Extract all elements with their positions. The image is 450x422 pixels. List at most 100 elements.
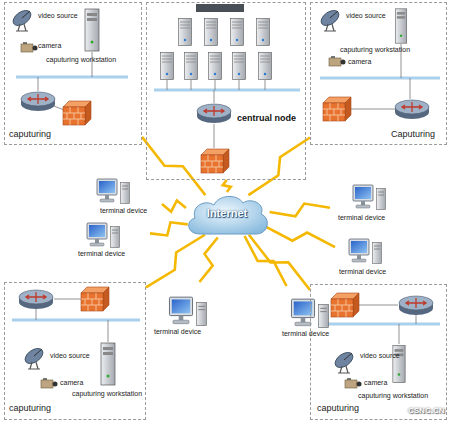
device-label: caputuring workstation bbox=[72, 390, 142, 398]
monitor-icon bbox=[87, 223, 107, 246]
firewall-icon bbox=[323, 97, 351, 121]
device-label: terminal device bbox=[78, 250, 125, 258]
device-label: terminal device bbox=[100, 207, 147, 215]
monitor-icon bbox=[349, 239, 369, 262]
lan-bus bbox=[12, 319, 140, 322]
satellite-dish bbox=[332, 349, 355, 373]
group-heading: Caputuring bbox=[391, 129, 435, 140]
satellite-dish bbox=[10, 7, 33, 31]
server-icon bbox=[185, 53, 198, 80]
monitor-icon bbox=[291, 299, 314, 326]
workstation-tower bbox=[393, 346, 405, 383]
terminal-device: terminal device bbox=[150, 282, 225, 340]
camera-icon bbox=[345, 378, 362, 388]
lan-bus bbox=[318, 323, 440, 326]
monitor-icon bbox=[353, 185, 373, 208]
lan-wire bbox=[92, 52, 93, 77]
device-label: camera bbox=[60, 379, 83, 387]
group-heading: caputuring bbox=[9, 403, 51, 414]
router-icon bbox=[197, 104, 231, 123]
lan-wire bbox=[350, 44, 410, 109]
device-label-box: camera bbox=[348, 58, 378, 69]
capture-site-box: caputuring video source camera caputuring w… bbox=[4, 282, 146, 420]
terminal-device: terminal device bbox=[90, 178, 162, 218]
device-label: terminal device bbox=[154, 328, 201, 336]
lan-bus bbox=[320, 77, 440, 80]
device-label-box: caputuring workstation bbox=[340, 46, 424, 57]
device-label: video source bbox=[346, 12, 386, 20]
device-label: terminal device bbox=[282, 330, 329, 338]
device-label: video source bbox=[38, 12, 78, 20]
router-icon bbox=[19, 290, 53, 309]
router-icon bbox=[399, 296, 433, 315]
firewall-icon bbox=[81, 287, 109, 311]
device-label: camera bbox=[38, 42, 61, 50]
capture-site-box: caputuring video source camera caputuring w… bbox=[310, 284, 447, 420]
pc-icon bbox=[197, 303, 207, 326]
terminal-device: terminal device bbox=[330, 184, 410, 226]
workstation-tower bbox=[395, 9, 406, 43]
server-icon bbox=[205, 19, 218, 46]
router-icon bbox=[21, 92, 55, 111]
device-label-box: video source bbox=[50, 352, 102, 363]
device-label-box: video source bbox=[360, 352, 412, 363]
wireless-link bbox=[223, 180, 231, 192]
pc-icon bbox=[373, 243, 382, 264]
device-label: terminal device bbox=[338, 214, 385, 222]
lan-wire bbox=[54, 106, 64, 110]
wireless-link bbox=[245, 236, 287, 286]
server-icon bbox=[231, 19, 244, 46]
router-icon bbox=[395, 100, 429, 119]
firewall-icon bbox=[331, 293, 359, 317]
pc-icon bbox=[319, 305, 329, 328]
wireless-link bbox=[162, 200, 186, 211]
server-icon bbox=[179, 19, 192, 46]
device-label: caputuring workstation bbox=[340, 46, 410, 54]
capture-site-box: caputuring video source camera caputuring w… bbox=[4, 2, 142, 145]
device-label-box: camera bbox=[38, 42, 68, 53]
satellite-dish bbox=[318, 7, 341, 31]
storage-device bbox=[196, 4, 244, 12]
server-icon bbox=[259, 53, 272, 80]
firewall-icon bbox=[63, 101, 91, 125]
central-node-box: centrual node bbox=[146, 2, 306, 180]
wireless-link bbox=[150, 222, 188, 235]
internet-cloud: Internet bbox=[184, 192, 270, 238]
device-label-box: camera bbox=[60, 379, 90, 390]
wireless-link bbox=[199, 237, 217, 282]
wireless-link bbox=[270, 204, 330, 217]
group-heading: caputuring bbox=[9, 129, 51, 140]
watermark: CSNC.CN bbox=[408, 406, 444, 415]
device-label-box: camera bbox=[364, 379, 394, 390]
device-label: terminal device bbox=[339, 268, 386, 276]
group-heading: caputuring bbox=[317, 403, 359, 414]
device-label: caputuring workstation bbox=[46, 56, 116, 64]
lan-bus bbox=[154, 89, 300, 92]
wireless-link bbox=[146, 235, 205, 288]
server-icon bbox=[161, 53, 174, 80]
cloud-label: Internet bbox=[184, 207, 270, 220]
firewall-icon bbox=[201, 149, 229, 173]
device-label-box: video source bbox=[38, 12, 90, 23]
pc-icon bbox=[111, 227, 120, 248]
device-label: caputuring workstation bbox=[358, 392, 428, 400]
device-label: video source bbox=[50, 352, 90, 360]
device-label-box: caputuring workstation bbox=[358, 392, 442, 403]
device-label: video source bbox=[360, 352, 400, 360]
wireless-link bbox=[142, 137, 205, 195]
monitor-icon bbox=[169, 297, 192, 324]
server-icon bbox=[209, 53, 222, 80]
device-label-box: caputuring workstation bbox=[46, 56, 130, 67]
server-icon bbox=[233, 53, 246, 80]
group-heading: centrual node bbox=[237, 113, 296, 124]
lan-wire bbox=[38, 77, 39, 91]
terminal-device: terminal device bbox=[335, 238, 415, 280]
device-label: camera bbox=[348, 58, 371, 66]
device-label-box: caputuring workstation bbox=[72, 390, 156, 401]
server-icon bbox=[257, 19, 270, 46]
camera-icon bbox=[329, 56, 346, 66]
wireless-link bbox=[265, 226, 335, 247]
pc-icon bbox=[377, 189, 386, 210]
camera-icon bbox=[21, 42, 38, 52]
device-label-box: video source bbox=[346, 12, 398, 23]
